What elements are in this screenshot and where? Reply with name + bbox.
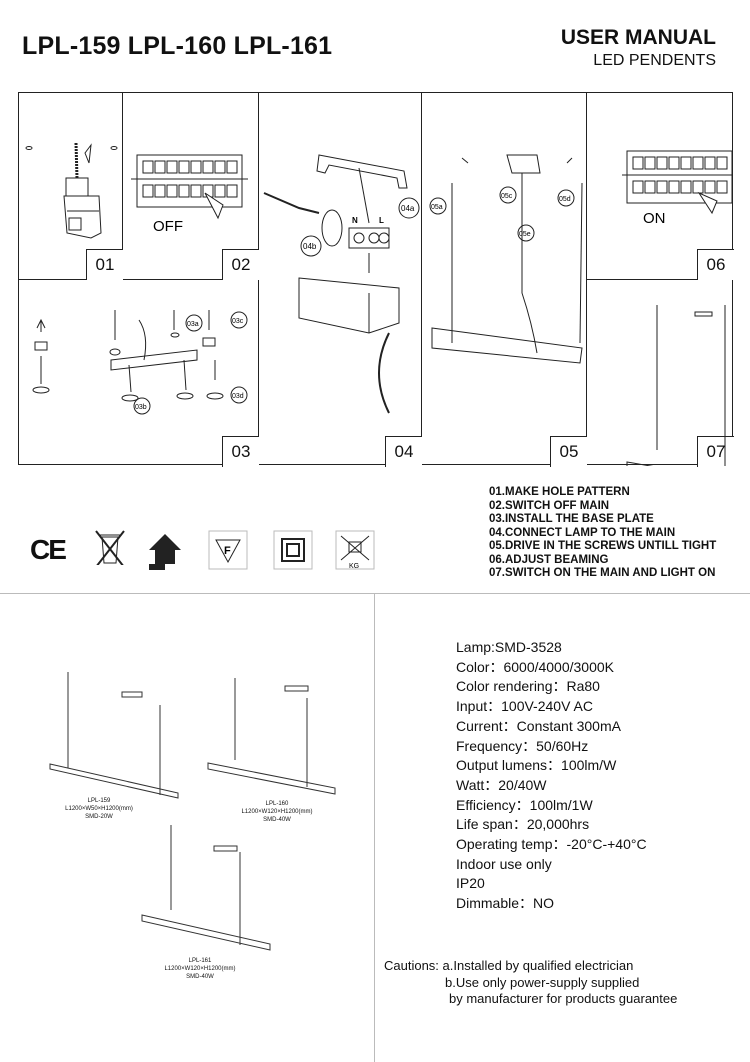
model-caption-lpl-161: LPL-161 L1200×W120×H1200(mm) SMD-40W: [150, 957, 250, 981]
model-caption-lpl-159: LPL-159 L1200×W50×H1200(mm) SMD-20W: [54, 797, 144, 821]
column-divider: [374, 593, 375, 1062]
step-number-03: 03: [222, 436, 259, 467]
instruction-item: 05.DRIVE IN THE SCREWS UNTILL TIGHT: [489, 540, 717, 552]
label-05c: 05c: [501, 193, 513, 200]
kg-label: KG: [349, 563, 359, 570]
model-caption-lpl-160: LPL-160 L1200×W120×H1200(mm) SMD-40W: [227, 800, 327, 824]
spec-item: Efficiency：100lm/1W: [456, 796, 593, 813]
label-05a: 05a: [431, 204, 443, 211]
caution-line: b.Use only power-supply supplied: [445, 974, 640, 990]
cautions-block: Cautions: a.Installed by qualified elect…: [384, 958, 677, 1008]
spec-item: Watt：20/40W: [456, 776, 547, 793]
caution-line: Cautions: a.Installed by qualified elect…: [384, 958, 634, 973]
spec-item: Current：Constant 300mA: [456, 717, 621, 734]
doc-type-heading: USER MANUAL: [560, 26, 716, 49]
terminal-block-off-illustration: OFF: [131, 154, 248, 235]
f-mark-icon: F: [208, 530, 248, 570]
drill-illustration: [25, 142, 118, 239]
instruction-item: 07.SWITCH ON THE MAIN AND LIGHT ON: [489, 567, 716, 579]
step-number-05: 05: [550, 436, 587, 467]
label-n: N: [352, 216, 358, 225]
spec-item: Color rendering：Ra80: [456, 678, 600, 695]
class-protection-icon: [149, 534, 181, 570]
model-size: L1200×W120×H1200(mm): [164, 966, 236, 972]
spec-item: Frequency：50/60Hz: [456, 737, 589, 754]
f-mark-label: F: [224, 545, 231, 557]
document-title: LPL-159 LPL-160 LPL-161: [22, 32, 333, 60]
spec-item: Input：100V-240V AC: [456, 698, 593, 715]
label-05e: 05e: [519, 231, 531, 238]
spec-item: Lamp:SMD-3528: [456, 639, 562, 655]
label-03c: 03c: [232, 318, 244, 325]
spec-item: Output lumens：100lm/W: [456, 757, 617, 774]
ce-mark-icon: CE: [30, 534, 67, 565]
model-name: LPL-161: [188, 958, 212, 964]
instruction-item: 01.MAKE HOLE PATTERN: [489, 486, 630, 498]
weight-limit-icon: KG: [335, 530, 375, 570]
installation-steps-grid: 01 02 06 03 04 05 07 OFF: [18, 92, 734, 467]
step-number-02: 02: [222, 249, 259, 280]
off-label: OFF: [153, 218, 183, 235]
spec-item: Dimmable：NO: [456, 895, 555, 912]
step-number-01: 01: [86, 249, 123, 280]
step-number-06: 06: [697, 249, 734, 280]
label-03d: 03d: [232, 393, 244, 400]
model-size: L1200×W120×H1200(mm): [241, 809, 313, 815]
model-name: LPL-160: [265, 801, 289, 807]
label-05d: 05d: [559, 196, 571, 203]
model-name: LPL-159: [87, 798, 111, 804]
label-04b: 04b: [303, 242, 317, 251]
spec-item: IP20: [456, 875, 485, 892]
instruction-list: 01.MAKE HOLE PATTERN 02.SWITCH OFF MAIN …: [489, 486, 716, 581]
terminal-block-on-illustration: ON: [622, 150, 733, 227]
product-models-illustration: [49, 672, 336, 951]
label-l: L: [379, 216, 384, 225]
step-number-04: 04: [385, 436, 422, 467]
weee-bin-icon: [95, 530, 125, 565]
base-plate-illustration: 03a 03c 03b 03d: [32, 310, 248, 415]
label-03b: 03b: [135, 404, 147, 411]
product-subheading: LED PENDENTS: [593, 52, 716, 69]
mounting-illustration: 05a 05c 05d 05e: [429, 154, 583, 364]
instruction-item: 03.INSTALL THE BASE PLATE: [489, 513, 654, 525]
step-number-07: 07: [697, 436, 734, 467]
caution-line: by manufacturer for products guarantee: [449, 991, 678, 1006]
double-insulation-icon: [273, 530, 313, 570]
model-power: SMD-40W: [263, 817, 291, 823]
label-03a: 03a: [187, 321, 199, 328]
wiring-illustration: N L 04a 04b: [263, 154, 420, 414]
model-size: L1200×W50×H1200(mm): [65, 806, 133, 812]
instruction-item: 04.CONNECT LAMP TO THE MAIN: [489, 526, 676, 539]
spec-item: Indoor use only: [456, 855, 552, 872]
on-label: ON: [643, 210, 666, 227]
model-power: SMD-20W: [85, 814, 113, 820]
instruction-item: 02.SWITCH OFF MAIN: [489, 499, 610, 512]
instruction-item: 06.ADJUST BEAMING: [489, 553, 609, 566]
model-power: SMD-40W: [186, 974, 214, 980]
spec-item: Color：6000/4000/3000K: [456, 658, 615, 675]
light-on-illustration: [626, 305, 726, 466]
spec-item: Operating temp：-20°C-+40°C: [456, 836, 647, 853]
spec-item: Life span：20,000hrs: [456, 816, 590, 833]
label-04a: 04a: [401, 204, 415, 213]
specifications-list: Lamp:SMD-3528 Color：6000/4000/3000K Colo…: [456, 638, 647, 914]
section-divider: [0, 593, 750, 594]
